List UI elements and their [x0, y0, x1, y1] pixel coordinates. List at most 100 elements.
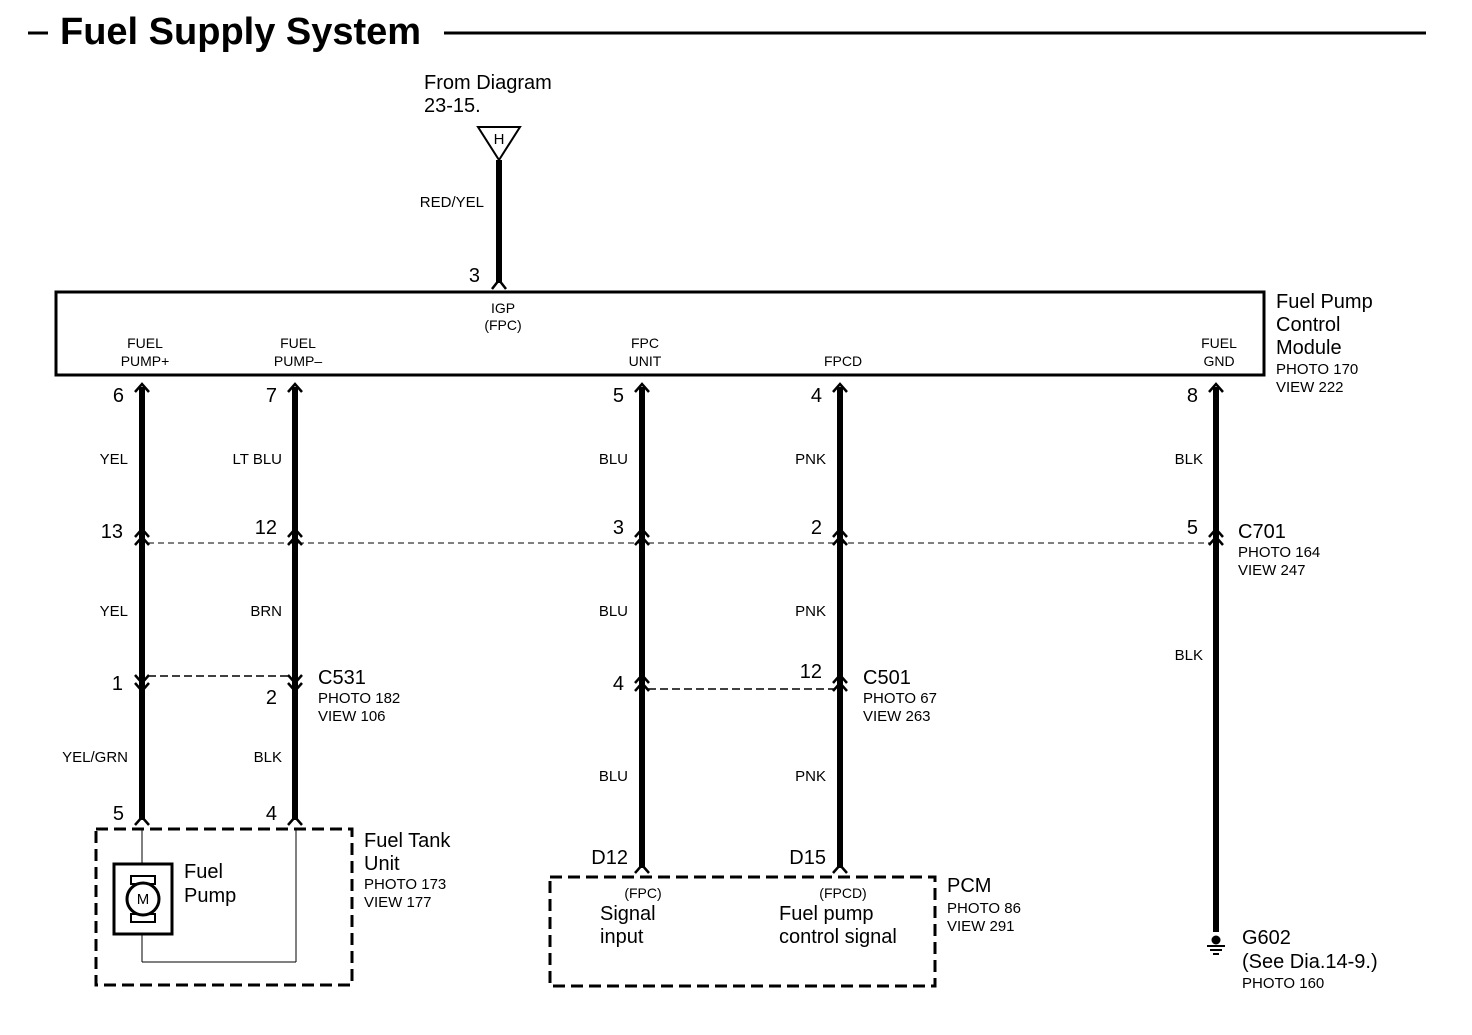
- fuel-pump-label-line1: Fuel: [184, 861, 223, 883]
- wire-color-low-1: YEL/GRN: [62, 749, 128, 766]
- c701-view: VIEW 247: [1238, 562, 1306, 579]
- fuel-tank-name-line2: Unit: [364, 853, 400, 875]
- wire-color-top-1: YEL: [100, 451, 128, 468]
- pcm-fpcd-label: (FPCD): [819, 885, 866, 901]
- terminal-label-fuel-pump-minus-1: FUEL: [280, 335, 316, 351]
- fuel-tank-unit-box: [94, 827, 354, 987]
- wire-color-mid-2: BRN: [250, 603, 282, 620]
- terminal-label-fuel-pump-minus-2: PUMP–: [274, 353, 322, 369]
- c531-pin-1: 1: [112, 673, 123, 695]
- c531-photo: PHOTO 182: [318, 690, 400, 707]
- source-connector-symbol: [476, 126, 522, 162]
- wire-color-top-4: PNK: [795, 451, 826, 468]
- module-pin-symbol: [634, 382, 650, 393]
- module-name-line1: Fuel Pump: [1276, 291, 1373, 313]
- fuel-tank-pin-symbol: [287, 815, 303, 826]
- terminal-label-fuel-gnd-1: FUEL: [1201, 335, 1237, 351]
- pcm-fpc-label: (FPC): [624, 885, 661, 901]
- c531-name: C531: [318, 667, 366, 689]
- module-pin-symbol: [1208, 382, 1224, 393]
- motor-letter: M: [137, 891, 150, 908]
- c501-pin-12: 12: [800, 661, 822, 683]
- module-pin-8: 8: [1187, 385, 1198, 407]
- fuel-tank-photo: PHOTO 173: [364, 876, 446, 893]
- c701-pin-12: 12: [255, 517, 277, 539]
- module-pin-4: 4: [811, 385, 822, 407]
- wire-color-top-2: LT BLU: [233, 451, 282, 468]
- wire-color-top-3: BLU: [599, 451, 628, 468]
- terminal-label-fuel-pump-plus-1: FUEL: [127, 335, 163, 351]
- source-pin: 3: [469, 265, 480, 287]
- module-igp-label: IGP: [491, 300, 515, 316]
- pcm-fpc-desc-line2: input: [600, 926, 644, 948]
- terminal-label-fpc-unit-1: FPC: [631, 335, 659, 351]
- terminal-label-fuel-gnd-2: GND: [1203, 353, 1234, 369]
- module-name-line2: Control: [1276, 314, 1340, 336]
- fuel-tank-pin-symbol: [134, 815, 150, 826]
- terminal-label-fuel-pump-plus-2: PUMP+: [121, 353, 170, 369]
- ground-photo: PHOTO 160: [1242, 975, 1324, 992]
- module-pin-symbol: [832, 382, 848, 393]
- source-label-line2: 23-15.: [424, 95, 481, 117]
- module-name-line3: Module: [1276, 337, 1342, 359]
- connector-c701-pins: [134, 527, 1224, 546]
- pcm-pin-d15: D15: [789, 847, 826, 869]
- fuel-pump-label-line2: Pump: [184, 885, 236, 907]
- module-pin-6: 6: [113, 385, 124, 407]
- ground-note: (See Dia.14-9.): [1242, 951, 1378, 973]
- connector-c501-pins: [634, 673, 848, 692]
- c531-view: VIEW 106: [318, 708, 386, 725]
- source-connector-letter: H: [494, 131, 505, 148]
- module-igp-sublabel: (FPC): [484, 317, 521, 333]
- c701-name: C701: [1238, 521, 1286, 543]
- wire-color-mid-4: PNK: [795, 603, 826, 620]
- c701-pin-13: 13: [101, 521, 123, 543]
- terminal-label-fpc-unit-2: UNIT: [629, 353, 662, 369]
- pcm-fpcd-desc-line1: Fuel pump: [779, 903, 874, 925]
- ground-name: G602: [1242, 927, 1291, 949]
- pcm-box: [548, 875, 937, 988]
- c701-pin-2: 2: [811, 517, 822, 539]
- wire-color-mid-5: BLK: [1175, 647, 1203, 664]
- fuel-tank-view: VIEW 177: [364, 894, 432, 911]
- module-pin-symbol: [287, 382, 303, 393]
- page-title: Fuel Supply System: [60, 11, 421, 53]
- pcm-name: PCM: [947, 875, 991, 897]
- c701-pin-3: 3: [613, 517, 624, 539]
- module-pin-symbol: [134, 382, 150, 393]
- c501-view: VIEW 263: [863, 708, 931, 725]
- module-pin-7: 7: [266, 385, 277, 407]
- fuel-tank-name-line1: Fuel Tank: [364, 830, 451, 852]
- connector-c531-pins: [134, 674, 303, 693]
- control-module-box: [54, 290, 1266, 377]
- source-wire-color: RED/YEL: [420, 194, 484, 211]
- pcm-fpc-desc-line1: Signal: [600, 903, 656, 925]
- module-pin-5: 5: [613, 385, 624, 407]
- fuel-tank-pin-5: 5: [113, 803, 124, 825]
- pcm-photo: PHOTO 86: [947, 900, 1021, 917]
- terminal-label-fpcd: FPCD: [824, 353, 862, 369]
- module-view: VIEW 222: [1276, 379, 1344, 396]
- c531-pin-2: 2: [266, 687, 277, 709]
- wire-color-low-4: PNK: [795, 768, 826, 785]
- pcm-view: VIEW 291: [947, 918, 1015, 935]
- pcm-pin-symbol: [634, 863, 650, 874]
- c501-pin-4: 4: [613, 673, 624, 695]
- c701-photo: PHOTO 164: [1238, 544, 1320, 561]
- motor-icon: [125, 881, 161, 917]
- wire-color-low-2: BLK: [254, 749, 282, 766]
- c501-photo: PHOTO 67: [863, 690, 937, 707]
- pcm-fpcd-desc-line2: control signal: [779, 926, 897, 948]
- source-label-line1: From Diagram: [424, 72, 552, 94]
- module-photo: PHOTO 170: [1276, 361, 1358, 378]
- c701-pin-5: 5: [1187, 517, 1198, 539]
- fuel-tank-pin-4: 4: [266, 803, 277, 825]
- wire-color-mid-1: YEL: [100, 603, 128, 620]
- pcm-pin-d12: D12: [591, 847, 628, 869]
- wire-color-low-3: BLU: [599, 768, 628, 785]
- ground-point: [1211, 935, 1221, 945]
- pcm-pin-symbol: [832, 863, 848, 874]
- source-pin-symbol: [491, 277, 507, 290]
